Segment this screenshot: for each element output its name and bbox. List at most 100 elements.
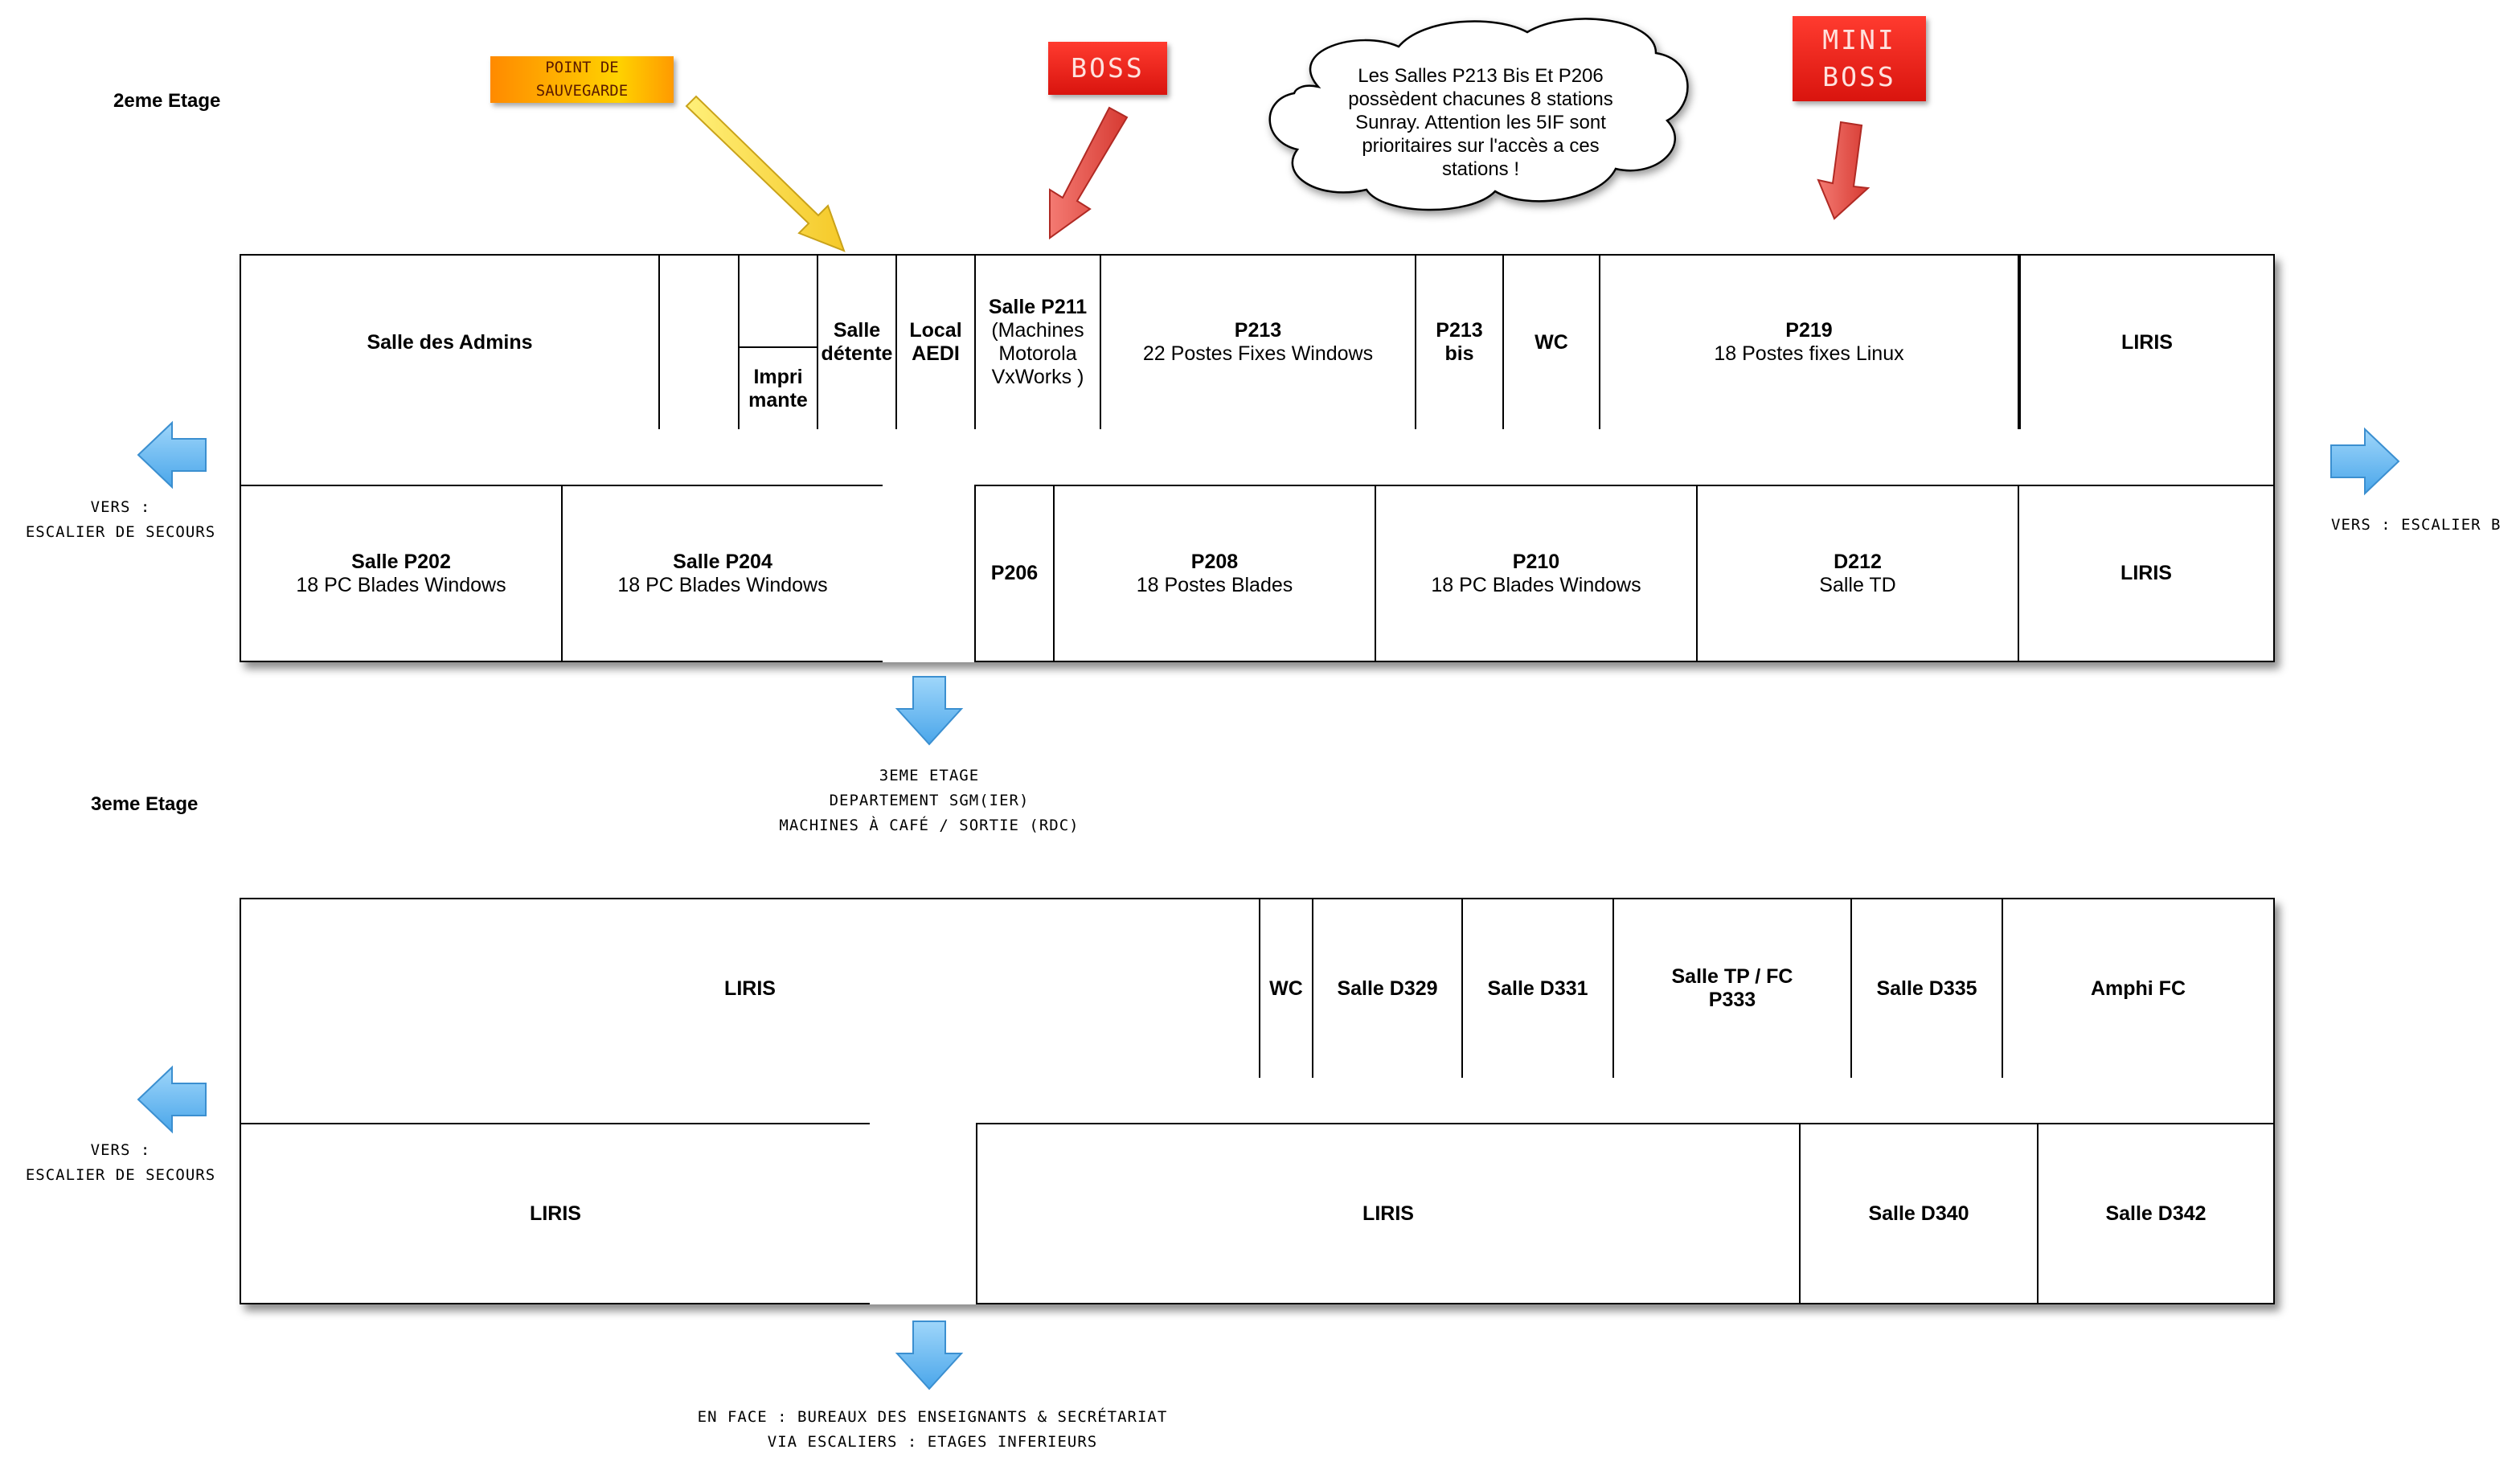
room-label: bis <box>1444 342 1474 365</box>
room-d342[interactable]: Salle D342 <box>2037 1123 2275 1304</box>
room-sub: Motorola <box>998 342 1077 365</box>
room-label: LIRIS <box>724 977 776 1000</box>
nav-line: ESCALIER DE SECOURS <box>25 523 216 541</box>
room-sub: 18 Postes fixes Linux <box>1714 342 1904 365</box>
room-local-aedi[interactable]: Local AEDI <box>895 254 976 431</box>
nav-line: MACHINES À CAFÉ / SORTIE (RDC) <box>779 817 1080 834</box>
corridor-floor3 <box>240 1078 2275 1124</box>
badge-line: BOSS <box>1822 61 1896 92</box>
room-label: Salle des Admins <box>367 330 533 354</box>
room-label: LIRIS <box>2121 330 2173 354</box>
room-label: Impri <box>753 365 803 388</box>
room-sub: 18 Postes Blades <box>1136 573 1293 596</box>
room-label: Salle TP / FC <box>1671 965 1793 988</box>
room-label: Salle P211 <box>988 296 1088 318</box>
room-label: LIRIS <box>1362 1202 1414 1225</box>
room-d335[interactable]: Salle D335 <box>1850 898 2003 1079</box>
room-liris-3-top[interactable]: LIRIS <box>240 898 1260 1079</box>
room-label: P208 <box>1190 550 1239 573</box>
floor-label-2: 2eme Etage <box>113 90 221 112</box>
room-label: Salle D342 <box>2105 1202 2207 1225</box>
room-sub: (Machines <box>991 319 1084 342</box>
room-imprimante[interactable]: Impri mante <box>738 346 818 431</box>
room-label: LIRIS <box>530 1202 581 1225</box>
nav-right-top: VERS : ESCALIER B <box>2331 516 2502 534</box>
room-salle-tp-fc[interactable]: Salle TP / FC P333 <box>1612 898 1852 1079</box>
room-label: WC <box>1269 977 1303 1000</box>
room-label: Local <box>909 319 962 342</box>
room-d331[interactable]: Salle D331 <box>1461 898 1614 1079</box>
room-liris-2-bottom[interactable]: LIRIS <box>2018 485 2275 662</box>
room-label: Salle D340 <box>1868 1202 1969 1225</box>
mini-boss-badge: MINI BOSS <box>1793 16 1926 101</box>
nav-line: VERS : <box>90 1141 151 1159</box>
room-p213[interactable]: P213 22 Postes Fixes Windows <box>1100 254 1416 431</box>
room-p202[interactable]: Salle P202 18 PC Blades Windows <box>240 485 563 662</box>
room-label: P206 <box>990 562 1039 584</box>
room-label: Salle D329 <box>1337 977 1438 1000</box>
room-label: P210 <box>1512 550 1560 573</box>
room-d340[interactable]: Salle D340 <box>1799 1123 2039 1304</box>
room-salle-detente[interactable]: Salle détente <box>817 254 897 431</box>
room-label: P219 <box>1785 319 1833 342</box>
room-d212[interactable]: D212 Salle TD <box>1696 485 2019 662</box>
room-unnamed[interactable] <box>658 254 740 431</box>
save-point-arrow-icon <box>685 95 846 252</box>
nav-down-top: 3EME ETAGE DEPARTEMENT SGM(IER) MACHINES… <box>723 764 1135 838</box>
room-label: WC <box>1535 330 1568 354</box>
room-label: Salle P202 <box>351 550 451 573</box>
badge-line: BOSS <box>1071 52 1145 84</box>
mini-boss-arrow-icon <box>1817 121 1871 220</box>
room-label: AEDI <box>912 342 960 365</box>
room-label: Salle D335 <box>1876 977 1977 1000</box>
corridor-floor2 <box>240 429 2275 486</box>
cloud-line: possèdent chacunes 8 stations <box>1348 88 1613 110</box>
room-sub: VxWorks ) <box>991 366 1084 388</box>
room-amphi-fc[interactable]: Amphi FC <box>2002 898 2275 1079</box>
room-label: détente <box>821 342 893 365</box>
room-p204[interactable]: Salle P204 18 PC Blades Windows <box>561 485 884 662</box>
room-p208[interactable]: P208 18 Postes Blades <box>1053 485 1376 662</box>
boss-arrow-icon <box>1049 106 1129 240</box>
room-label: P333 <box>1708 989 1756 1011</box>
arrow-down-icon[interactable] <box>895 676 964 746</box>
cloud-line: prioritaires sur l'accès a ces <box>1362 135 1600 157</box>
room-label: mante <box>748 388 808 412</box>
badge-line: SAUVEGARDE <box>535 82 629 100</box>
nav-down-bottom: EN FACE : BUREAUX DES ENSEIGNANTS & SECR… <box>611 1405 1254 1455</box>
room-label: Amphi FC <box>2090 977 2186 1000</box>
arrow-left-icon[interactable] <box>137 420 207 489</box>
arrow-left-icon[interactable] <box>137 1065 207 1134</box>
arrow-down-icon[interactable] <box>895 1321 964 1390</box>
badge-line: POINT DE <box>545 59 619 76</box>
nav-left-top: VERS : ESCALIER DE SECOURS <box>8 495 233 545</box>
boss-badge: BOSS <box>1048 42 1167 95</box>
room-sub: 22 Postes Fixes Windows <box>1142 342 1374 365</box>
arrow-right-icon[interactable] <box>2330 427 2400 496</box>
room-label: Salle P204 <box>673 550 772 573</box>
room-p211[interactable]: Salle P211 (Machines Motorola VxWorks ) <box>974 254 1101 431</box>
room-p210[interactable]: P210 18 PC Blades Windows <box>1375 485 1698 662</box>
nav-line: VIA ESCALIERS : ETAGES INFERIEURS <box>767 1433 1098 1451</box>
room-label: Salle D331 <box>1487 977 1588 1000</box>
stairwell-gap-3 <box>870 1123 977 1304</box>
badge-line: MINI <box>1822 24 1896 55</box>
room-salle-admins[interactable]: Salle des Admins <box>240 254 660 431</box>
nav-line: VERS : <box>90 498 151 516</box>
room-liris-3-bottom-2[interactable]: LIRIS <box>976 1123 1801 1304</box>
room-label: Salle <box>833 319 881 342</box>
nav-line: EN FACE : BUREAUX DES ENSEIGNANTS & SECR… <box>697 1408 1168 1426</box>
cloud-note: Les Salles P213 Bis Et P206 possèdent ch… <box>1304 64 1657 181</box>
nav-line: 3EME ETAGE <box>879 767 980 784</box>
room-p219[interactable]: P219 18 Postes fixes Linux <box>1599 254 2019 431</box>
room-liris-3-bottom-1[interactable]: LIRIS <box>240 1123 871 1304</box>
room-label: D212 <box>1834 550 1882 573</box>
room-label: LIRIS <box>2120 562 2172 584</box>
floor-label-3: 3eme Etage <box>91 793 199 815</box>
room-liris-2-top[interactable]: LIRIS <box>2019 254 2275 431</box>
room-d329[interactable]: Salle D329 <box>1312 898 1463 1079</box>
nav-line: ESCALIER DE SECOURS <box>25 1166 216 1184</box>
cloud-bubble <box>1268 18 1689 211</box>
cloud-line: Sunray. Attention les 5IF sont <box>1355 112 1606 133</box>
